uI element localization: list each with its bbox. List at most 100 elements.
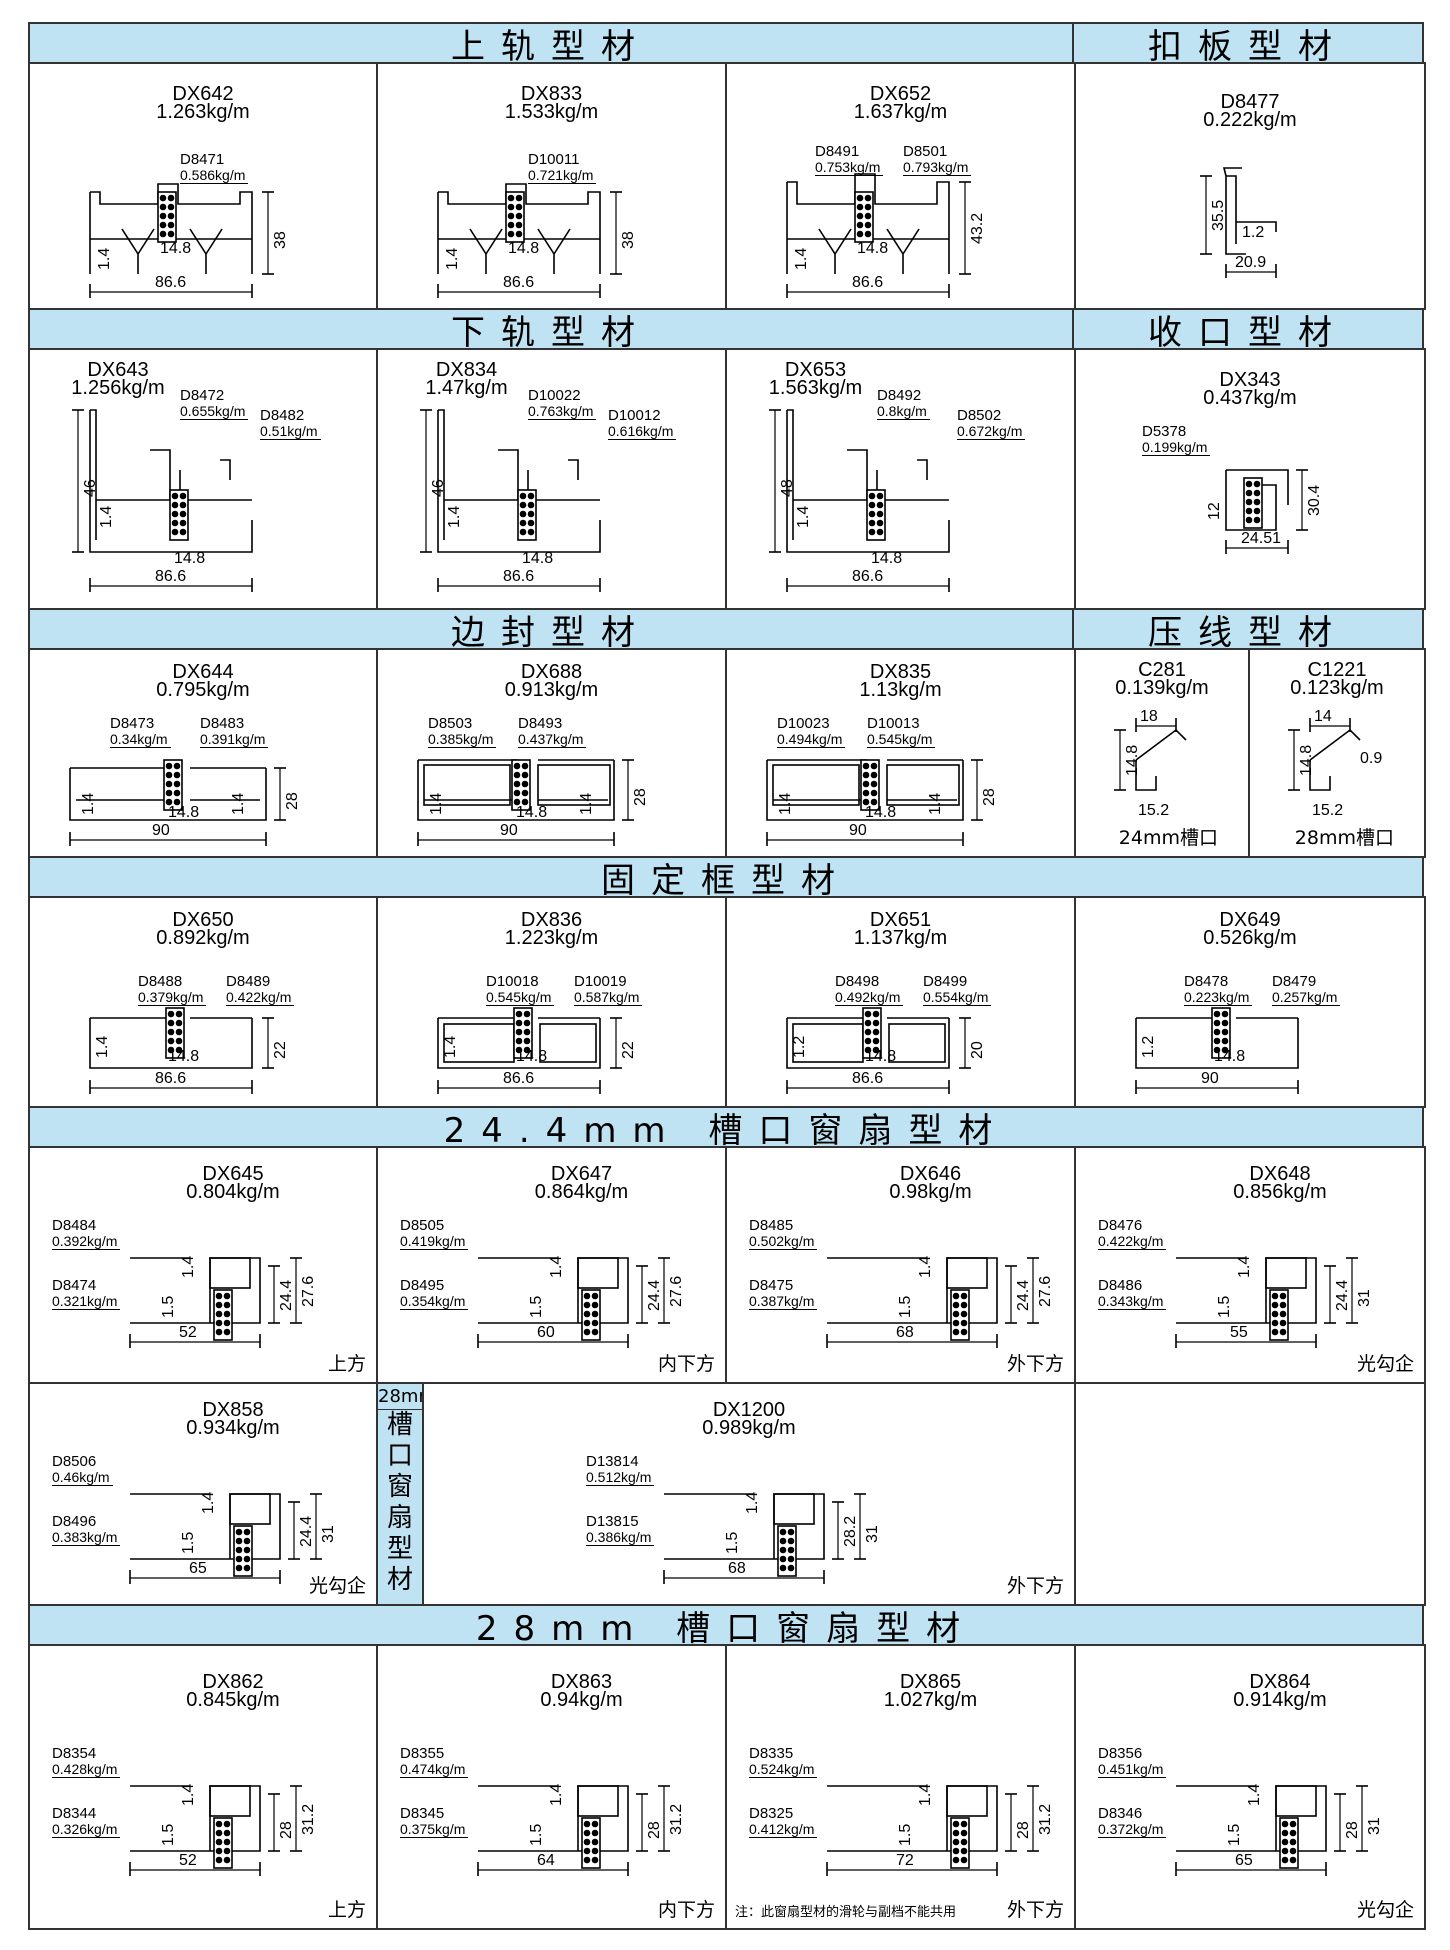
gasket-dot <box>235 1546 243 1554</box>
gasket-dot <box>167 212 175 220</box>
dimension-label: 48 <box>779 479 796 497</box>
dimension-label: 1.4 <box>428 792 445 815</box>
vertical-label-char: 口 <box>386 1441 413 1471</box>
sub-profile-left-weight: 0.34kg/m <box>110 732 171 748</box>
position-caption: 内下方 <box>657 1353 715 1375</box>
vertical-label-char: 槽 <box>386 1410 413 1440</box>
sash-chamber <box>577 1785 619 1817</box>
profile-drawing <box>420 409 601 592</box>
gasket-dot <box>1221 1028 1229 1036</box>
bead-caption: 24mm槽口 <box>1118 827 1218 849</box>
gasket-dot <box>159 194 167 202</box>
dimension-label: 14.8 <box>1298 744 1315 776</box>
gasket-dot <box>159 230 167 238</box>
gasket-dot <box>171 528 179 536</box>
sub-profile-left-code: D8472 <box>180 387 225 404</box>
sub-profile-left-code: D10023 <box>777 715 830 732</box>
closing-profile <box>1225 469 1289 531</box>
sub-profile-right-code: D8501 <box>903 143 948 160</box>
sub-profile-upper-code: D8476 <box>1098 1217 1143 1234</box>
gasket-dot <box>175 1019 183 1027</box>
profile-drawing <box>129 1493 322 1584</box>
gasket-dot <box>591 1319 599 1327</box>
sub-profile-upper-weight: 0.502kg/m <box>749 1234 818 1250</box>
section-header-upper-rail: 上轨型材 <box>28 22 1074 67</box>
dimension-label: 1.4 <box>200 1491 217 1514</box>
gasket-dot <box>159 221 167 229</box>
gasket-dot <box>515 230 523 238</box>
frame-chamber <box>888 1023 946 1063</box>
sash-chamber <box>1275 1785 1317 1817</box>
gasket-dot <box>864 221 872 229</box>
sub-profile-right-weight: 0.793kg/m <box>903 160 972 176</box>
gasket-dot <box>173 762 181 770</box>
profile-weight: 0.222kg/m <box>1203 109 1297 131</box>
profile-drawing <box>1200 167 1277 278</box>
sub-profile-lower-code: D8475 <box>749 1277 794 1294</box>
dimension-label: 1.4 <box>96 247 113 270</box>
dimension-label: 35.5 <box>1210 199 1227 231</box>
gasket-dot <box>952 1310 960 1318</box>
gasket-dot <box>1245 498 1253 506</box>
profile-code: DX651 <box>869 909 932 931</box>
sub-profile-right-weight: 0.616kg/m <box>608 424 677 440</box>
dimension-label: 86.6 <box>503 1070 535 1087</box>
gasket-dot <box>165 789 173 797</box>
dimension-label: 1.4 <box>578 792 595 815</box>
sub-profile-upper-code: D8355 <box>400 1745 445 1762</box>
gasket-dot <box>864 1037 872 1045</box>
profile-weight: 0.94kg/m <box>540 1689 623 1711</box>
profile-drawing <box>69 759 286 846</box>
gasket-dot <box>876 519 884 527</box>
profile-code: D8477 <box>1220 91 1280 113</box>
dimension-label: 86.6 <box>852 274 884 291</box>
vertical-label-char: 型 <box>386 1534 413 1564</box>
profile-drawing <box>89 1007 274 1094</box>
sub-profile-left-code: D10022 <box>528 387 581 404</box>
fixed-frame-body <box>1135 1017 1299 1069</box>
dimension-label: 14.8 <box>168 804 200 821</box>
gasket-dot <box>515 1037 523 1045</box>
gasket-dot <box>507 221 515 229</box>
gasket-dot <box>591 1838 599 1846</box>
gasket-dot <box>515 203 523 211</box>
gasket-dot <box>779 1564 787 1572</box>
gasket-dot <box>779 1555 787 1563</box>
gasket-dot <box>960 1292 968 1300</box>
profile-weight: 0.892kg/m <box>156 927 250 949</box>
profile-code: DX647 <box>550 1163 613 1185</box>
dimension-label: 1.4 <box>927 792 944 815</box>
dimension-label: 28 <box>632 788 649 806</box>
dimension-label: 15.2 <box>1312 802 1344 819</box>
gasket-dot <box>1279 1328 1287 1336</box>
sub-profile-right-code: D8499 <box>923 973 968 990</box>
gasket-dot <box>515 1046 523 1054</box>
dimension-label: 14.8 <box>516 804 548 821</box>
gasket-dot <box>175 1046 183 1054</box>
sash-chamber <box>773 1493 815 1525</box>
profile-drawing <box>72 409 253 592</box>
gasket-dot <box>1271 1301 1279 1309</box>
dimension-label: 46 <box>430 479 447 497</box>
profile-weight: 1.027kg/m <box>883 1689 978 1711</box>
gasket-dot <box>864 1019 872 1027</box>
lower-rail-tracks <box>847 449 928 480</box>
gasket-dot <box>1245 480 1253 488</box>
gasket-dot <box>165 780 173 788</box>
gasket-dot <box>591 1847 599 1855</box>
gasket-dot <box>173 789 181 797</box>
profile-weight: 1.533kg/m <box>504 101 599 123</box>
sub-profile-right-weight: 0.587kg/m <box>574 990 643 1006</box>
gasket-dot <box>173 771 181 779</box>
gasket-dot <box>173 798 181 806</box>
dimension-label: 14.8 <box>508 240 540 257</box>
dimension-label: 14.8 <box>522 550 554 567</box>
sub-profile-lower-weight: 0.387kg/m <box>749 1294 818 1310</box>
sub-profile-right-code: D8489 <box>226 973 271 990</box>
profile-weight: 0.526kg/m <box>1203 927 1297 949</box>
profile-weight: 1.256kg/m <box>71 377 165 399</box>
